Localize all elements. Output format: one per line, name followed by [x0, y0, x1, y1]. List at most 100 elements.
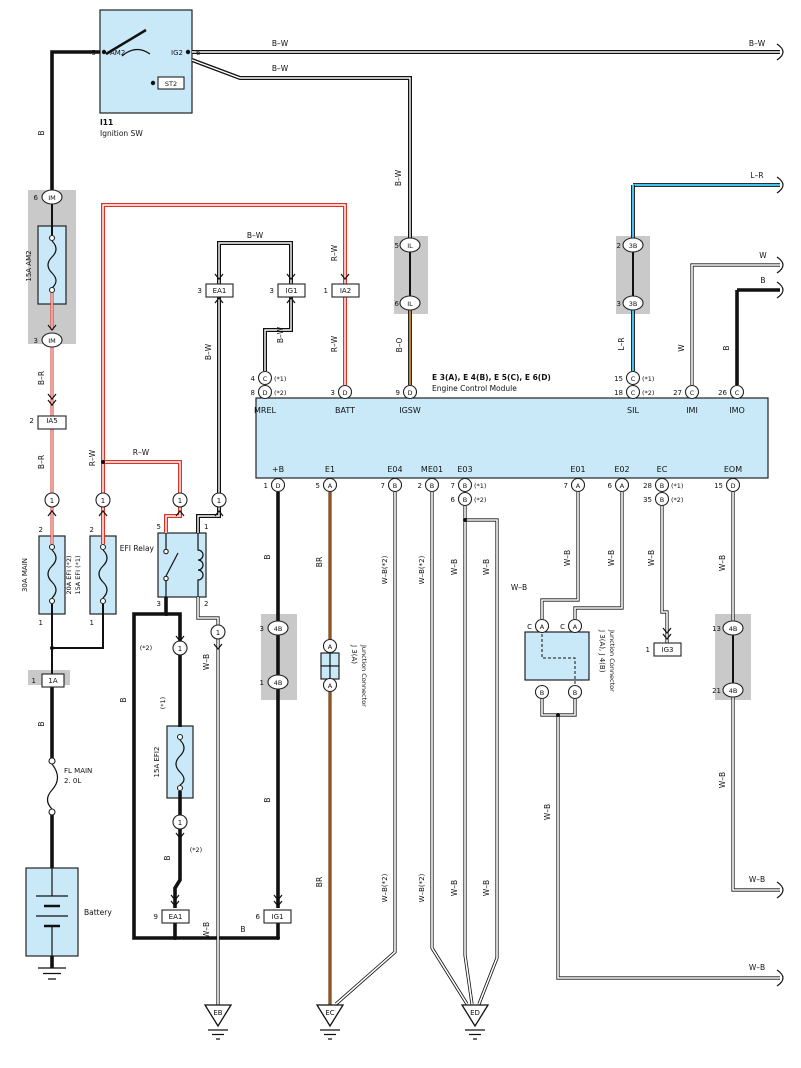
- wire-wb-junction-top: W–B: [511, 583, 527, 592]
- wire-wb-me01-core: [431, 492, 468, 1005]
- wire-b-plus-b2: B: [263, 797, 272, 802]
- junction-1-rw: 1: [178, 497, 182, 505]
- ground-battery-hatch: [38, 967, 66, 980]
- conn-il-bot-num: 6: [395, 300, 400, 308]
- ground-ed-triangle: [460, 1004, 490, 1028]
- wire-wb-junction-out-core: [557, 715, 780, 979]
- ig3-num: 1: [646, 646, 650, 654]
- relay-contact-top: [163, 548, 169, 555]
- e04-pin-num: 7: [381, 482, 385, 490]
- star1-efi2: (*1): [159, 697, 167, 709]
- wire-b-bypass: B: [119, 697, 128, 702]
- ia2-num: 1: [324, 287, 328, 295]
- wire-b-relay-fuse-branch: [166, 612, 182, 641]
- ea1b-num: 9: [154, 913, 158, 921]
- ground-ec-hatch: [320, 1029, 340, 1040]
- wire-b-to-ea1b: [173, 829, 182, 908]
- conn-4b-mid-bot: 4B: [274, 679, 283, 687]
- conn-3b-top: 3B: [629, 242, 638, 250]
- wire-wb-e01: W–B: [563, 550, 572, 566]
- fuse-efi2-label: 15A EFI2: [153, 747, 161, 778]
- wire-wb-ec-to-ig3-core: [661, 506, 668, 643]
- junction-circle-eb: [210, 624, 226, 640]
- mrel-pin1-num: 4: [251, 375, 256, 383]
- node-dot-4: [173, 936, 177, 940]
- ecm-e03: E03: [457, 465, 472, 474]
- ecm-mrel: MREL: [254, 406, 277, 415]
- pin-e01: [570, 477, 586, 493]
- chevron-up-icon: [98, 510, 108, 517]
- wire-br-e1-1: BR: [315, 557, 324, 567]
- wire-exit-arc: [776, 881, 784, 899]
- node-dot-7: [463, 518, 467, 522]
- ign-st2-label: ST2: [165, 80, 177, 88]
- conn-ea1-box: [205, 283, 234, 298]
- wire-b-efi2-bot: B: [163, 855, 172, 860]
- chevron-down-icon: [175, 832, 185, 839]
- ecm-e02: E02: [614, 465, 629, 474]
- wire-wb-e03b: [465, 518, 499, 1005]
- ground-ec-triangle: [315, 1004, 345, 1028]
- wire-br-1: B–R: [37, 371, 46, 385]
- wire-b-top: B: [760, 276, 765, 285]
- chevron-down-icon: [273, 900, 283, 907]
- chevron-down-icon: [662, 627, 672, 634]
- conn-il-bot: IL: [407, 300, 413, 308]
- wire-w-imi-core: [691, 264, 780, 385]
- conn-1a-label: 1A: [48, 677, 57, 685]
- wire-rw-ia2: R–W: [330, 244, 339, 261]
- ec-pin1-num: 28: [643, 482, 652, 490]
- wire-lr-sil: L–R: [617, 337, 626, 350]
- wire-wb-eb-1: W–B: [202, 654, 211, 670]
- ia2-label: IA2: [340, 287, 351, 295]
- ground-ed-hatch: [465, 1029, 485, 1040]
- conn-ia2-box: [331, 283, 360, 298]
- conn-il-bottom: [399, 295, 421, 311]
- ignition-switch-box: [99, 9, 193, 114]
- ea1-num: 3: [198, 287, 202, 295]
- ecm-e1: E1: [325, 465, 335, 474]
- fuse-main-end-2: [48, 597, 56, 605]
- plus-b-pin-letter: D: [275, 482, 280, 490]
- mrel-pin2-letter: D: [262, 389, 267, 397]
- conn-4b-mid-top: [267, 620, 289, 636]
- fuse-efi-label-1: 20A EFI (*2): [65, 555, 73, 594]
- am2-conn-top-num: 6: [34, 194, 39, 202]
- fl-main-label-2: 2. 0L: [64, 777, 81, 785]
- pin-batt: [337, 384, 353, 400]
- sil-pin1-num: 15: [614, 375, 623, 383]
- fuse-efi-element: [98, 549, 108, 599]
- conn-3b-bot: 3B: [629, 300, 638, 308]
- conn-il-top: [399, 237, 421, 253]
- wire-b-imo: B: [722, 345, 731, 350]
- junc2-pin-a1: [534, 618, 550, 634]
- wire-wb-e04-core: [335, 492, 396, 1005]
- pin-imi: [684, 384, 700, 400]
- conn-il-top-num: 5: [395, 242, 399, 250]
- wire-wb-e03b-2: W–B: [482, 880, 491, 896]
- conn-3b-bot-num: 3: [617, 300, 621, 308]
- junc2-b2: B: [573, 689, 577, 697]
- node-dot-5: [276, 936, 280, 940]
- wire-exit-arc: [776, 176, 784, 194]
- mrel-pin2-star: (*2): [274, 389, 286, 397]
- ign-st2-box: [157, 76, 185, 90]
- plus-b-pin-num: 1: [264, 482, 268, 490]
- wire-wb-e04-1: W–B(*2): [381, 555, 389, 584]
- battery-label: Battery: [84, 908, 112, 917]
- wire-wb-ec: W–B: [647, 550, 656, 566]
- star2-bypass-bot: (*2): [190, 846, 202, 854]
- chevron-down-icon: [170, 900, 180, 907]
- junction-1-efi2-top: 1: [178, 645, 182, 653]
- chevron-up-icon: [214, 510, 224, 517]
- junc2-b1: B: [540, 689, 544, 697]
- fuse-efi2-element: [175, 739, 185, 786]
- ecm-imi: IMI: [686, 406, 698, 415]
- junction-circle-bw: [211, 492, 227, 508]
- fuse-main-end-1: [48, 543, 56, 551]
- wire-bw-top-right: B–W: [749, 39, 766, 48]
- wire-wb-junction-out: W–B: [543, 804, 552, 820]
- fuse-main-top-num: 2: [39, 526, 43, 534]
- wire-b-1a: B: [37, 721, 46, 726]
